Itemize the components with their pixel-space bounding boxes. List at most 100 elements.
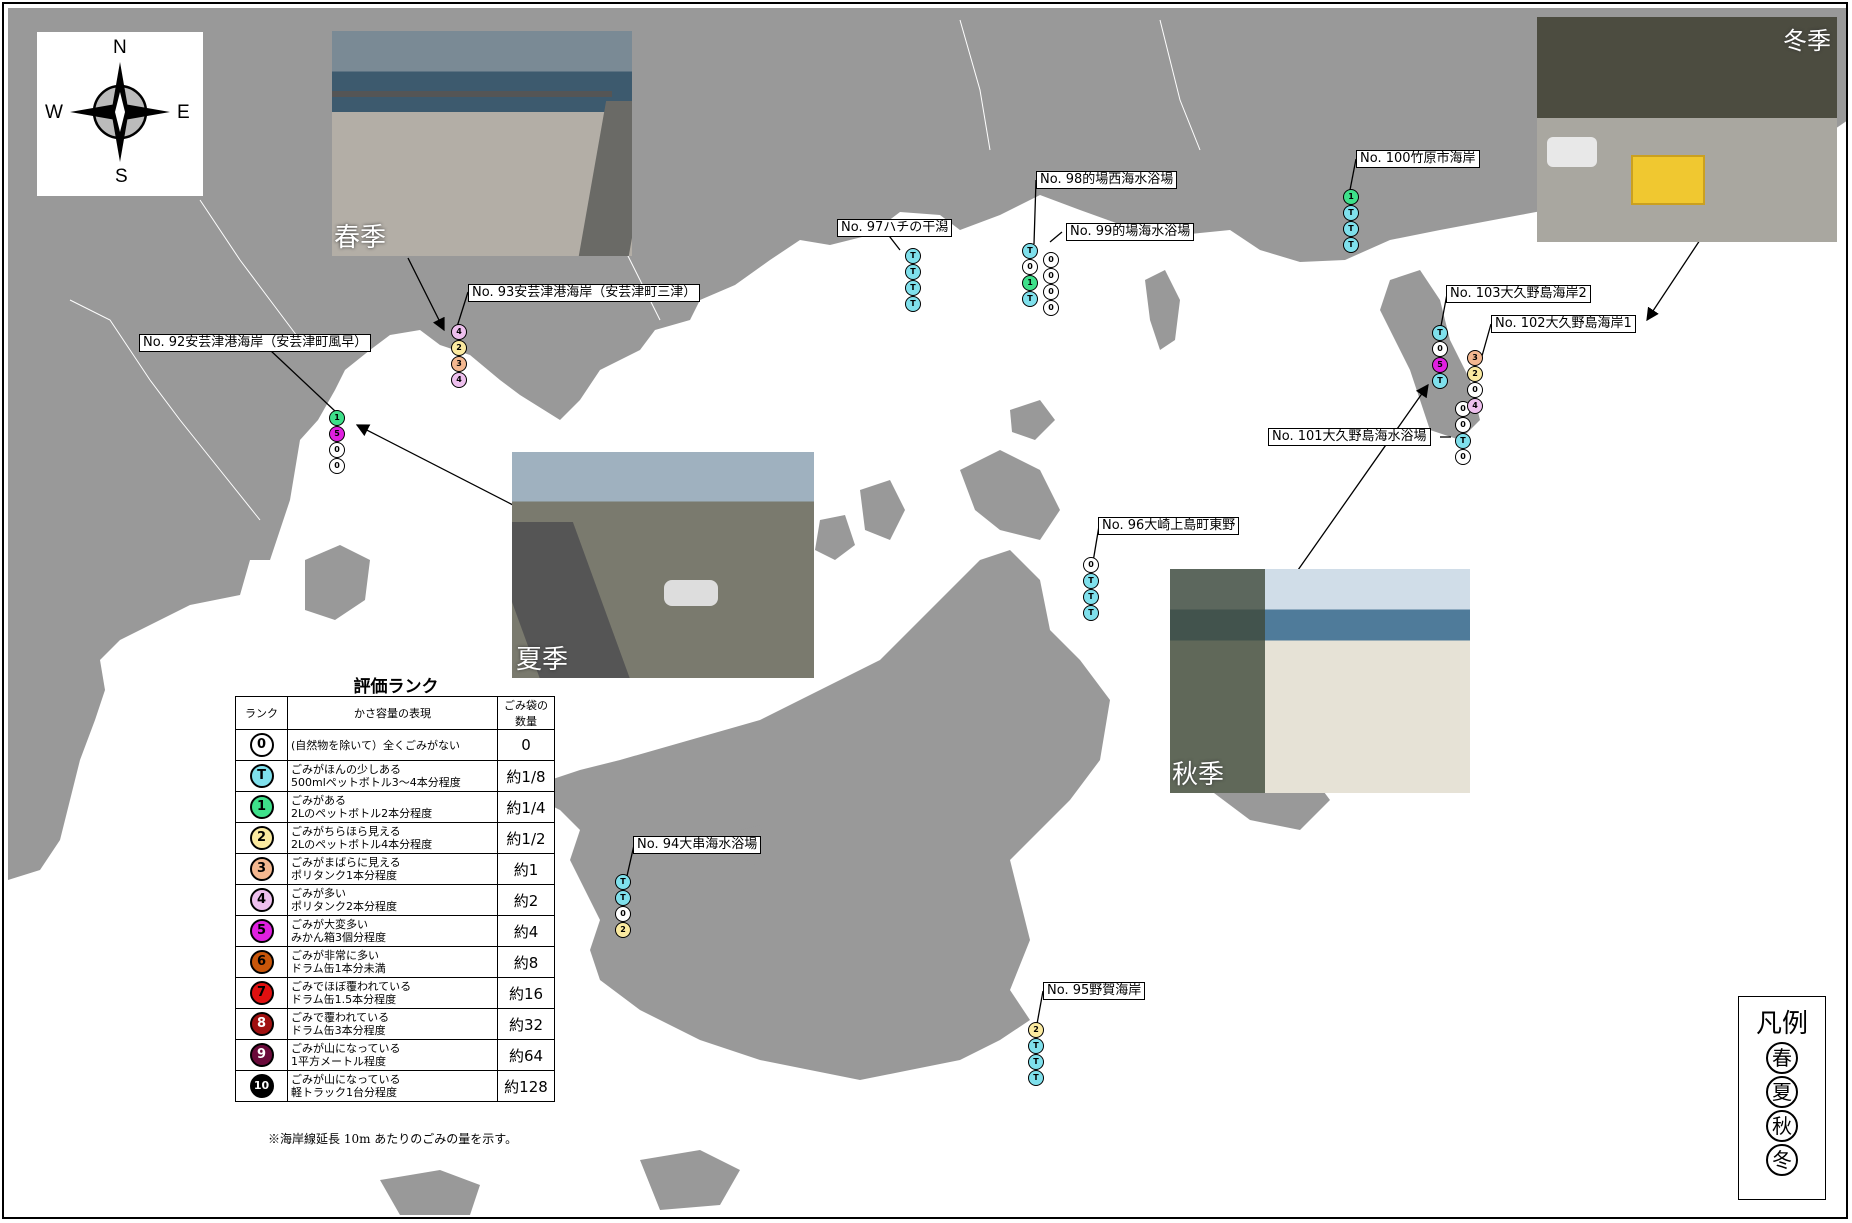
island-small4	[1010, 400, 1055, 440]
legend-desc-line2: ポリタンク1本分程度	[291, 869, 397, 882]
rank-circle: 9	[249, 1043, 274, 1067]
rank-circle: 7	[249, 981, 274, 1005]
rank-marker-summer: T	[615, 890, 631, 906]
rank-circle: 2	[249, 826, 274, 850]
legend-desc-line2: ドラム缶3本分程度	[291, 1024, 386, 1037]
rank-marker-autumn: T	[1343, 221, 1359, 237]
legend-desc-line2: ポリタンク2本分程度	[291, 900, 397, 913]
rank-marker-autumn: T	[1455, 433, 1471, 449]
rank-circle: T	[249, 764, 274, 788]
legend-bags-cell: 約1	[497, 853, 555, 885]
rank-marker-spring: T	[615, 874, 631, 890]
legend-desc-cell: ごみが非常に多いドラム缶1本分未満	[287, 946, 498, 978]
legend-desc-cell: ごみで覆われているドラム缶3本分程度	[287, 1008, 498, 1040]
rank-marker-spring: T	[1432, 325, 1448, 341]
site-label-97: No. 97ハチの干潟	[837, 219, 953, 237]
rank-marker-spring: 1	[329, 410, 345, 426]
legend-rank-cell: 6	[235, 946, 288, 978]
legend-rank-cell: 7	[235, 977, 288, 1009]
rank-marker-autumn: 3	[451, 356, 467, 372]
island-center	[960, 450, 1060, 540]
rank-marker-winter: 0	[1043, 300, 1059, 316]
rank-circle: 6	[249, 950, 274, 974]
legend-rank-cell: 4	[235, 884, 288, 916]
rank-marker-spring: 0	[1043, 252, 1059, 268]
legend-desc-line1: ごみがある	[291, 794, 346, 807]
season-legend-title: 凡例	[1755, 1009, 1808, 1039]
legend-desc-line2: 500mlペットボトル3～4本分程度	[291, 776, 461, 789]
legend-desc-line1: ごみがまばらに見える	[291, 856, 401, 869]
compass-south: S	[115, 166, 128, 187]
rank-marker-summer: T	[1083, 573, 1099, 589]
legend-rank-cell: 8	[235, 1008, 288, 1040]
compass-west: W	[45, 102, 63, 123]
legend-row: 3 ごみがまばらに見えるポリタンク1本分程度 約1	[235, 853, 555, 885]
legend-bags-cell: 約1/8	[497, 760, 555, 792]
rank-marker-spring: 1	[1343, 189, 1359, 205]
site-label-92: No. 92安芸津港海岸（安芸津町風早）	[139, 334, 372, 352]
legend-desc-line1: ごみがほんの少しある	[291, 763, 401, 776]
site-label-98: No. 98的場西海水浴場	[1036, 171, 1178, 189]
legend-desc-cell: ごみが大変多いみかん箱3個分程度	[287, 915, 498, 947]
rank-marker-autumn: 0	[615, 906, 631, 922]
rank-marker-summer: 0	[1022, 259, 1038, 275]
autumn-caption: 秋季	[1172, 760, 1225, 790]
site-label-102: No. 102大久野島海岸1	[1491, 315, 1636, 333]
island-south2	[640, 1150, 740, 1210]
legend-desc-line1: ごみが多い	[291, 887, 346, 900]
rank-circle: 3	[249, 857, 274, 881]
legend-desc-line2: ドラム缶1.5本分程度	[291, 993, 397, 1006]
rank-marker-winter: 2	[615, 922, 631, 938]
legend-bags-cell: 約16	[497, 977, 555, 1009]
season-winter-symbol: 冬	[1766, 1144, 1798, 1176]
legend-bags-cell: 約32	[497, 1008, 555, 1040]
rank-marker-spring: 3	[1467, 350, 1483, 366]
legend-bags-cell: 約1/4	[497, 791, 555, 823]
winter-caption: 冬季	[1783, 27, 1831, 55]
island-west	[305, 545, 370, 620]
rank-marker-spring: T	[905, 248, 921, 264]
season-autumn-symbol: 秋	[1766, 1110, 1798, 1142]
rank-circle: 8	[249, 1012, 274, 1036]
legend-rank-cell: 9	[235, 1039, 288, 1071]
island-okunoshima	[1380, 270, 1480, 440]
rank-marker-winter: T	[905, 296, 921, 312]
rank-marker-summer: 0	[1432, 341, 1448, 357]
legend-bags-cell: 0	[497, 729, 555, 761]
rank-marker-summer: 5	[329, 426, 345, 442]
spring-photo: 春季	[332, 31, 632, 256]
rank-marker-autumn: 0	[329, 442, 345, 458]
legend-rank-cell: 2	[235, 822, 288, 854]
legend-desc-line1: ごみが山になっている	[291, 1042, 401, 1055]
rank-marker-winter: T	[1028, 1070, 1044, 1086]
legend-header-desc: かさ容量の表現	[287, 696, 498, 730]
rank-circle: 4	[249, 888, 274, 912]
legend-desc-line2: 2Lのペットボトル2本分程度	[291, 807, 433, 820]
island-south	[380, 1170, 480, 1215]
rank-marker-summer: T	[905, 264, 921, 280]
rank-marker-winter: 4	[451, 372, 467, 388]
rank-circle: 1	[249, 795, 274, 819]
season-summer-symbol: 夏	[1766, 1076, 1798, 1108]
rank-marker-autumn: T	[905, 280, 921, 296]
autumn-photo: 秋季	[1170, 569, 1470, 793]
rank-circle: 0	[249, 733, 274, 757]
rank-marker-spring: 4	[451, 324, 467, 340]
legend-desc-line1: ごみで覆われている	[291, 1011, 390, 1024]
winter-photo: 冬季	[1537, 17, 1837, 242]
rank-marker-winter: T	[1022, 291, 1038, 307]
season-spring-symbol: 春	[1766, 1042, 1798, 1074]
rank-marker-summer: 2	[451, 340, 467, 356]
legend-desc-line1: ごみが非常に多い	[291, 949, 379, 962]
rank-marker-autumn: 0	[1467, 382, 1483, 398]
legend-bags-cell: 約1/2	[497, 822, 555, 854]
rank-marker-summer: 0	[1043, 268, 1059, 284]
